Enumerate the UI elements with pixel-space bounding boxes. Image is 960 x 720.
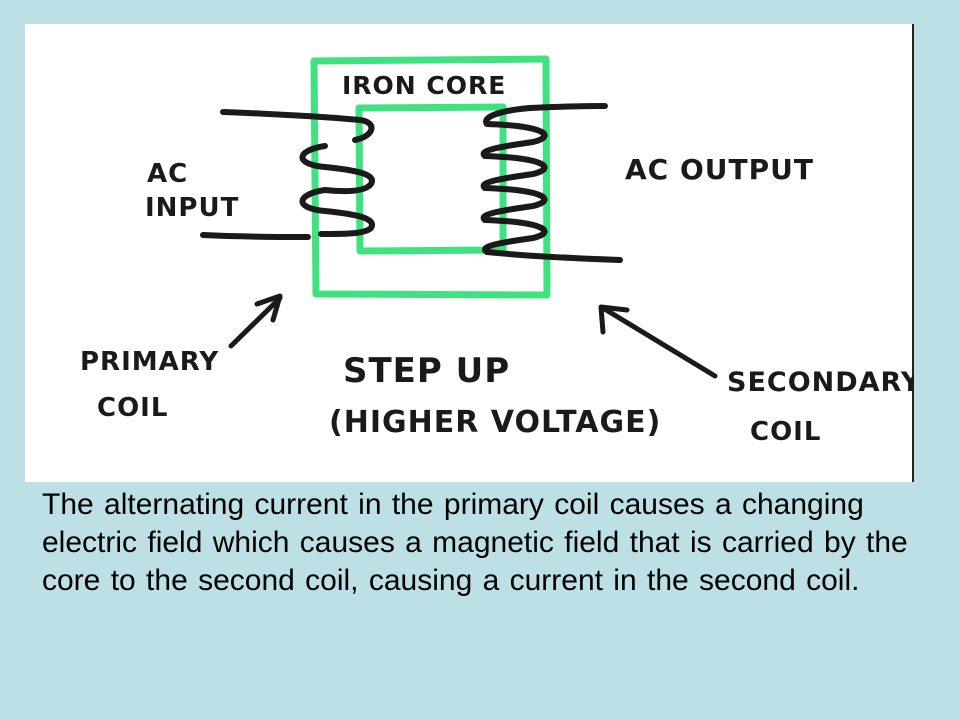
iron-core-inner [355,103,507,255]
primary-arrow [228,293,283,349]
caption-text: The alternating current in the primary c… [42,488,908,597]
secondary-loop-2 [480,153,548,191]
secondary-loop-3 [480,185,548,223]
primary-loop-2 [299,187,375,237]
secondary-loop-1 [480,121,548,159]
primary-input-lead-bottom [200,232,311,240]
secondary-arrow [598,304,718,379]
primary-input-lead-top [220,109,375,143]
transformer-diagram: IRON CORE AC INPUT AC OUTPUT PRIMARY COI… [80,55,914,447]
secondary-arrow-shaft [600,305,718,379]
ac-output-label: AC OUTPUT [625,153,814,186]
iron-core [310,55,551,299]
secondary-coil [480,103,623,263]
secondary-output-lead-top [483,103,608,127]
secondary-output-lead-bottom [484,249,623,263]
primary-coil-label-line2: COIL [97,393,168,423]
higher-voltage-label: (HIGHER VOLTAGE) [329,405,661,440]
secondary-loop-4 [482,217,548,255]
primary-coil [200,109,375,240]
primary-arrow-head [254,293,283,323]
ac-input-label-line1: AC [147,159,188,189]
secondary-coil-label-line2: COIL [750,417,821,447]
transformer-diagram-panel: IRON CORE AC INPUT AC OUTPUT PRIMARY COI… [25,24,914,482]
primary-coil-label-line1: PRIMARY [80,347,219,377]
iron-core-label: IRON CORE [342,71,506,100]
primary-loop-1 [299,143,375,195]
iron-core-outer [310,55,551,299]
step-up-label: STEP UP [343,351,510,391]
secondary-arrow-head [598,304,630,335]
ac-input-label-line2: INPUT [145,193,239,223]
primary-arrow-shaft [228,295,283,349]
secondary-coil-label-line1: SECONDARY [727,367,914,398]
